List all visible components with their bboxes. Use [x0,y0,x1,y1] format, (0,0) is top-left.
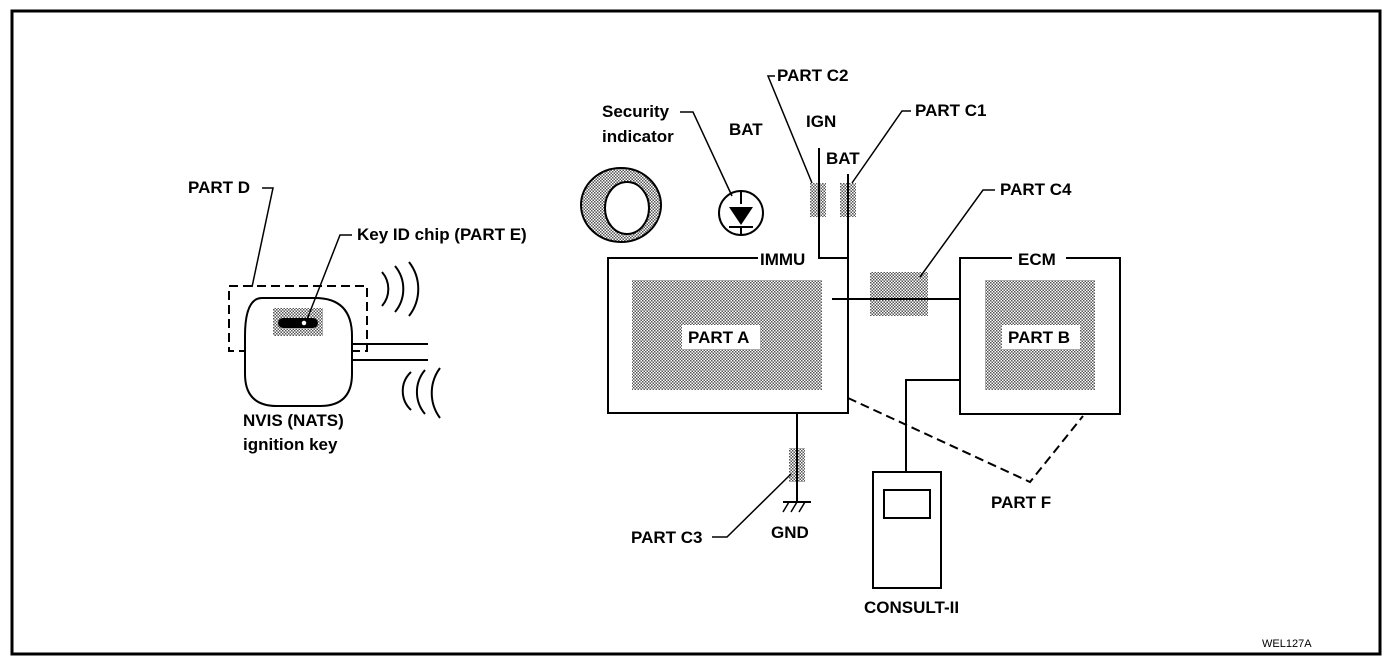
ecm-group: PART B ECM [959,249,1121,415]
security-indicator-leader [680,111,733,197]
radio-wave-icon [381,271,390,307]
part-c4-leader [919,189,995,278]
part-c3-leader [712,473,792,538]
ecm-label-bg [1012,249,1066,267]
radio-wave-icon [401,371,412,411]
part-a-label-bg [682,325,760,349]
radio-wave-icon [415,369,426,415]
consult-ecm-wire [905,379,960,472]
key-id-chip-leader [305,234,352,323]
ignition-key-group: PART D Key ID chip (PART E) NVIS (NATS) … [188,178,527,454]
bat-indicator-label: BAT [729,120,763,139]
ground-hatch [790,501,798,513]
key-id-chip-label: Key ID chip (PART E) [357,225,527,244]
consult-group: CONSULT-II PART F [847,379,1084,617]
part-c1-label: PART C1 [915,101,986,120]
connector-c4 [870,272,928,316]
part-b-label: PART B [1008,328,1070,347]
immu-label: IMMU [760,250,805,269]
bat-c1-label: BAT [826,149,860,168]
key-id-chip [278,318,318,328]
communication-link: PART C4 [832,180,1072,316]
antenna-coil-inner [604,181,650,235]
key-id-chip-marker [300,319,308,327]
security-label-line2: indicator [602,127,674,146]
ground-hatch [798,501,806,513]
security-label-line1: Security [602,102,670,121]
part-c4-label: PART C4 [1000,180,1072,199]
immu-group: PART A IMMU Security indicator BAT IGN B… [580,66,986,547]
part-d-label: PART D [188,178,250,197]
part-a-label: PART A [688,328,749,347]
key-caption-line2: ignition key [243,435,338,454]
part-d-leader [251,187,274,288]
part-b-label-bg [1002,325,1080,349]
radio-wave-icon [394,265,405,313]
part-c2-leader [766,75,813,184]
ecm-label: ECM [1018,250,1056,269]
key-caption-line1: NVIS (NATS) [243,411,344,430]
part-f-label: PART F [991,493,1051,512]
consult-screen [883,489,931,519]
figure-code: WEL127A [1262,638,1312,650]
radio-wave-icon [408,261,420,317]
ground-hatch [782,501,790,513]
part-c3-label: PART C3 [631,528,702,547]
diode-icon [729,207,753,225]
radio-wave-icon [430,367,441,419]
gnd-label: GND [771,523,809,542]
consult-label: CONSULT-II [864,598,959,617]
part-c2-label: PART C2 [777,66,848,85]
part-f-dashed-line [847,397,1084,484]
ign-label: IGN [806,112,836,131]
figure-frame [10,9,1382,656]
ignition-key-body [244,297,353,407]
immu-label-bg [758,249,818,267]
part-c1-leader [851,110,911,184]
